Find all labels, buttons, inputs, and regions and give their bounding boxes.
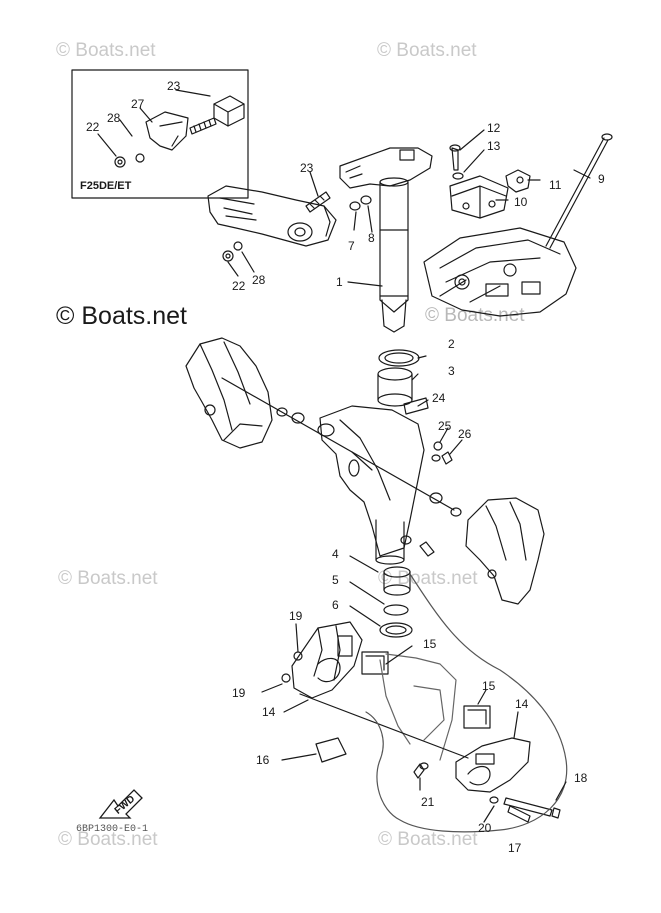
washer-part (383, 604, 409, 616)
callout-6: 6 (332, 598, 339, 612)
callout-14a: 14 (262, 705, 276, 719)
callouts: 1 2 3 4 5 6 7 8 9 10 11 12 13 14 14 15 1… (86, 79, 605, 835)
washer-part (233, 241, 243, 251)
callout-22b: 22 (232, 279, 246, 293)
nut-part (349, 201, 361, 211)
seal-part (379, 622, 413, 638)
tab-part (403, 397, 429, 415)
washer-part (360, 195, 372, 205)
bracket-part (145, 111, 189, 151)
callout-23b: 23 (300, 161, 314, 175)
bushing-part (276, 407, 288, 417)
plate-part (213, 95, 245, 127)
callout-21: 21 (421, 795, 435, 809)
watermark: © Boats.net (56, 302, 187, 330)
callout-10: 10 (514, 195, 528, 209)
callout-12: 12 (487, 121, 501, 135)
bolt-part (305, 191, 331, 213)
tilt-pin (221, 377, 455, 511)
callout-15a: 15 (423, 637, 437, 651)
watermark: © Boats.net (378, 829, 478, 850)
bushing-part (450, 507, 462, 517)
callout-3: 3 (448, 364, 455, 378)
steering-arm (207, 185, 337, 247)
page-number: 17 (508, 841, 522, 855)
steering-arm-top (339, 147, 433, 189)
bracket-part (449, 175, 509, 219)
callout-11: 11 (549, 178, 562, 192)
callout-5: 5 (332, 573, 339, 587)
bolt-part (451, 147, 459, 171)
callout-9: 9 (598, 172, 605, 186)
callout-27: 27 (131, 97, 145, 111)
washer-part (135, 153, 145, 163)
lower-mount-left (291, 621, 363, 699)
callout-20: 20 (478, 821, 492, 835)
clamp-bracket-left (185, 337, 273, 449)
reference-code: 6BP1300-E0-1 (76, 824, 149, 835)
callout-18: 18 (574, 771, 588, 785)
inset-label: F25DE/ET (80, 180, 132, 192)
mount-rubber (463, 705, 491, 729)
callout-14b: 14 (515, 697, 529, 711)
steering-shaft (379, 181, 409, 313)
bolt-part (503, 797, 553, 817)
grease-nipple (293, 651, 303, 661)
watermark: © Boats.net (56, 40, 156, 61)
swivel-bracket (319, 405, 425, 557)
fwd-arrow: FWD (98, 789, 143, 819)
callout-13: 13 (487, 139, 501, 153)
bolt-part (189, 117, 217, 135)
bushing-part (429, 492, 443, 504)
watermark: © Boats.net (377, 40, 477, 61)
callout-24: 24 (432, 391, 446, 405)
watermark: © Boats.net (425, 305, 525, 326)
callout-23a: 23 (167, 79, 181, 93)
callout-16: 16 (256, 753, 270, 767)
long-bolt-part (545, 137, 605, 247)
grease-nipple (281, 673, 291, 683)
callout-28b: 28 (252, 273, 266, 287)
bolt-part (507, 805, 531, 823)
inset-box (71, 69, 249, 199)
callout-28a: 28 (107, 111, 121, 125)
callout-1: 1 (336, 275, 343, 289)
callout-19a: 19 (289, 609, 303, 623)
watermark: © Boats.net (378, 568, 478, 589)
lower-mount-right (455, 737, 531, 793)
watermark: © Boats.net (58, 568, 158, 589)
nut-part (222, 250, 234, 262)
mount-plate (423, 227, 577, 317)
bushing-part (383, 571, 411, 591)
fwd-label: FWD (113, 794, 138, 817)
grease-fitting (433, 441, 443, 451)
washer-part (489, 796, 499, 804)
callout-4: 4 (332, 547, 339, 561)
clamp-bracket-right (465, 497, 545, 605)
callout-2: 2 (448, 337, 455, 351)
callout-22a: 22 (86, 120, 100, 134)
callout-25: 25 (438, 419, 452, 433)
callout-26: 26 (458, 427, 472, 441)
nut-part (114, 156, 126, 168)
clip-part (505, 169, 531, 193)
callout-7: 7 (348, 239, 355, 253)
callout-8: 8 (368, 231, 375, 245)
callout-19b: 19 (232, 686, 246, 700)
washer-part (452, 172, 464, 180)
bolt-part (441, 451, 453, 465)
watermark: © Boats.net (58, 829, 158, 850)
mount-rubber (315, 737, 347, 763)
callout-15b: 15 (482, 679, 496, 693)
bushing-part (291, 412, 305, 424)
bushing-part (377, 373, 413, 401)
bolt-part (413, 763, 425, 779)
